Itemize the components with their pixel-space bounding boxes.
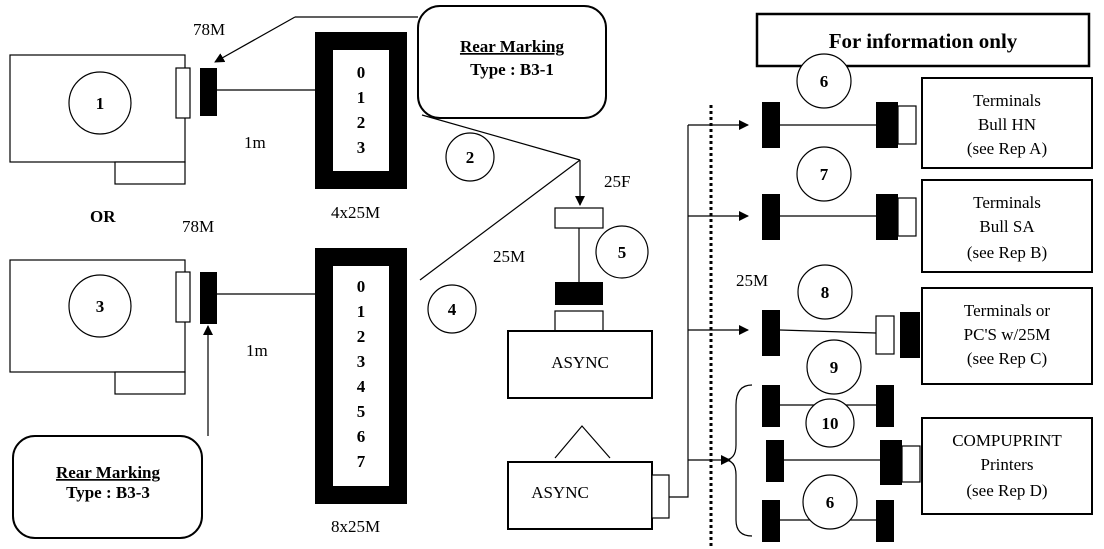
server-device-1: 1 xyxy=(9,54,217,185)
info-banner: For information only xyxy=(829,29,1018,53)
cable-row-1: 6 xyxy=(762,53,917,148)
rear-marking-type: Type : B3-1 xyxy=(470,60,554,79)
circle-2 xyxy=(445,132,495,182)
svg-text:Terminals: Terminals xyxy=(973,193,1041,212)
conn-25m-label: 25M xyxy=(736,271,768,290)
port-number: 0 xyxy=(357,277,366,296)
port-number: 0 xyxy=(357,63,366,82)
printer-cable-6: 6 xyxy=(762,474,894,542)
fanout-box-4x25m: 0 1 2 3 xyxy=(315,32,407,189)
terminal-box-pcs: Terminals or PC'S w/25M (see Rep C) xyxy=(921,287,1093,385)
rear-marking-title: Rear Marking xyxy=(460,37,565,56)
adapter-25f xyxy=(554,207,604,229)
rear-marking-callout-b3-3: Rear Marking Type : B3-3 xyxy=(12,435,203,539)
fanout-port-numbers: 0 1 2 3 4 5 6 7 xyxy=(357,277,366,471)
circle-4 xyxy=(427,284,477,334)
async-module-top xyxy=(507,330,653,399)
server-device-3: 3 xyxy=(9,259,217,395)
connector-78m-bottom xyxy=(200,272,217,324)
circle-number: 6 xyxy=(826,493,835,512)
async-label: ASYNC xyxy=(551,353,609,372)
fanout-box-8x25m: 0 1 2 3 4 5 6 7 xyxy=(315,248,407,504)
async-label: ASYNC xyxy=(531,483,589,502)
port-number: 3 xyxy=(357,138,366,157)
fanout-port-numbers: 0 1 2 3 xyxy=(357,63,366,157)
circle-number: 9 xyxy=(830,358,839,377)
printer-cable-9: 9 xyxy=(762,339,894,427)
conn-25f-label: 25F xyxy=(604,172,630,191)
conn-25m-label: 25M xyxy=(493,247,525,266)
circle-number: 4 xyxy=(448,300,457,319)
port-number: 1 xyxy=(357,88,366,107)
svg-text:Bull SA: Bull SA xyxy=(979,217,1035,236)
async-link xyxy=(554,425,611,459)
length-1m-label: 1m xyxy=(246,341,268,360)
terminal-box-printers: COMPUPRINT Printers (see Rep D) xyxy=(921,417,1093,515)
svg-text:Terminals or: Terminals or xyxy=(964,301,1050,320)
cable-78m-label: 78M xyxy=(193,20,225,39)
box-4x25m-label: 4x25M xyxy=(331,203,380,222)
box-8x25m-label: 8x25M xyxy=(331,517,380,536)
cable-78m-label: 78M xyxy=(182,217,214,236)
trunk-line xyxy=(669,125,689,498)
async-module-bottom xyxy=(507,461,653,530)
port-number: 4 xyxy=(357,377,366,396)
svg-text:Printers: Printers xyxy=(981,455,1034,474)
svg-text:(see Rep C): (see Rep C) xyxy=(967,349,1047,368)
port-number: 2 xyxy=(357,327,366,346)
cable-row-3: 8 xyxy=(762,264,920,358)
callout-arrow xyxy=(214,16,296,63)
svg-text:Terminals: Terminals xyxy=(973,91,1041,110)
printer-brace xyxy=(723,384,753,537)
connector-78m-top xyxy=(200,68,217,116)
cable-row-2: 7 xyxy=(762,146,917,240)
svg-text:Bull HN: Bull HN xyxy=(978,115,1036,134)
svg-text:PC'S w/25M: PC'S w/25M xyxy=(964,325,1051,344)
rear-marking-title: Rear Marking xyxy=(56,463,161,482)
port-number: 7 xyxy=(357,452,366,471)
circle-number: 8 xyxy=(821,283,830,302)
circle-number: 3 xyxy=(96,297,105,316)
async-port xyxy=(651,474,670,519)
terminal-box-bull-sa: Terminals Bull SA (see Rep B) xyxy=(921,179,1093,273)
adapter-25m xyxy=(555,282,603,305)
circle-5 xyxy=(595,225,649,279)
port-number: 2 xyxy=(357,113,366,132)
circle-number: 5 xyxy=(618,243,627,262)
svg-text:(see Rep B): (see Rep B) xyxy=(967,243,1047,262)
circle-number: 2 xyxy=(466,148,475,167)
port-number: 1 xyxy=(357,302,366,321)
printer-cable-10: 10 xyxy=(766,398,921,485)
rear-marking-callout-b3-1: Rear Marking Type : B3-1 xyxy=(417,5,607,119)
circle-number: 1 xyxy=(96,94,105,113)
circle-number: 6 xyxy=(820,72,829,91)
circle-number: 10 xyxy=(822,414,839,433)
adapter-plug xyxy=(554,310,604,332)
port-number: 6 xyxy=(357,427,366,446)
circle-number: 7 xyxy=(820,165,829,184)
length-1m-label: 1m xyxy=(244,133,266,152)
or-label: OR xyxy=(90,207,116,226)
info-banner-box xyxy=(755,12,1091,68)
svg-text:(see Rep A): (see Rep A) xyxy=(967,139,1047,158)
terminal-box-bull-hn: Terminals Bull HN (see Rep A) xyxy=(921,77,1093,169)
port-number: 3 xyxy=(357,352,366,371)
port-number: 5 xyxy=(357,402,366,421)
svg-text:COMPUPRINT: COMPUPRINT xyxy=(952,431,1062,450)
svg-text:(see Rep D): (see Rep D) xyxy=(966,481,1047,500)
rear-marking-type: Type : B3-3 xyxy=(66,483,150,502)
